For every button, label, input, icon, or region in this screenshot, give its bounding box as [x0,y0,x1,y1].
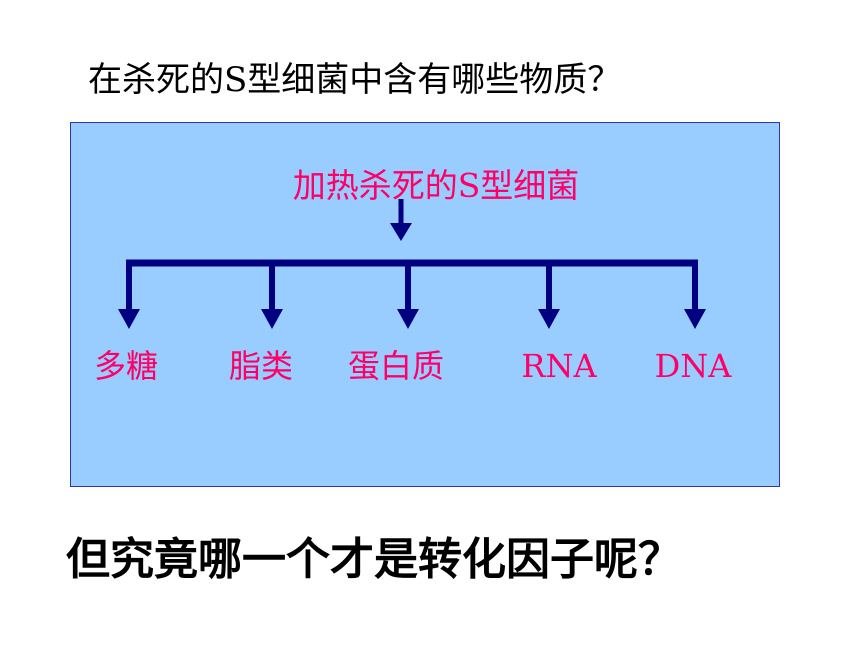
child-node-label: 蛋白质 [348,347,444,385]
root-arrow-head [390,223,412,241]
connector-group [118,199,706,329]
diagram-box: 加热杀死的S型细菌 多糖 脂类 蛋白质 RNA DNA [70,122,780,487]
child-arrow-head [261,309,283,329]
child-arrow-head [397,309,419,329]
tree-diagram: 加热杀死的S型细菌 多糖 脂类 蛋白质 RNA DNA [71,123,779,486]
footer-question: 但究竟哪一个才是转化因子呢？ [66,534,682,585]
child-node-label: 脂类 [229,347,293,385]
child-node-label: DNA [655,347,733,385]
child-arrow-head [118,309,140,329]
child-node-label: RNA [521,347,597,385]
child-node-label: 多糖 [94,347,158,385]
child-arrow-head [684,309,706,329]
child-node-labels: 多糖 脂类 蛋白质 RNA DNA [94,347,732,385]
diagram-background [71,123,779,486]
question-heading: 在杀死的S型细菌中含有哪些物质？ [88,60,622,100]
root-node-label: 加热杀死的S型细菌 [293,166,580,205]
child-arrow-head [538,309,560,329]
